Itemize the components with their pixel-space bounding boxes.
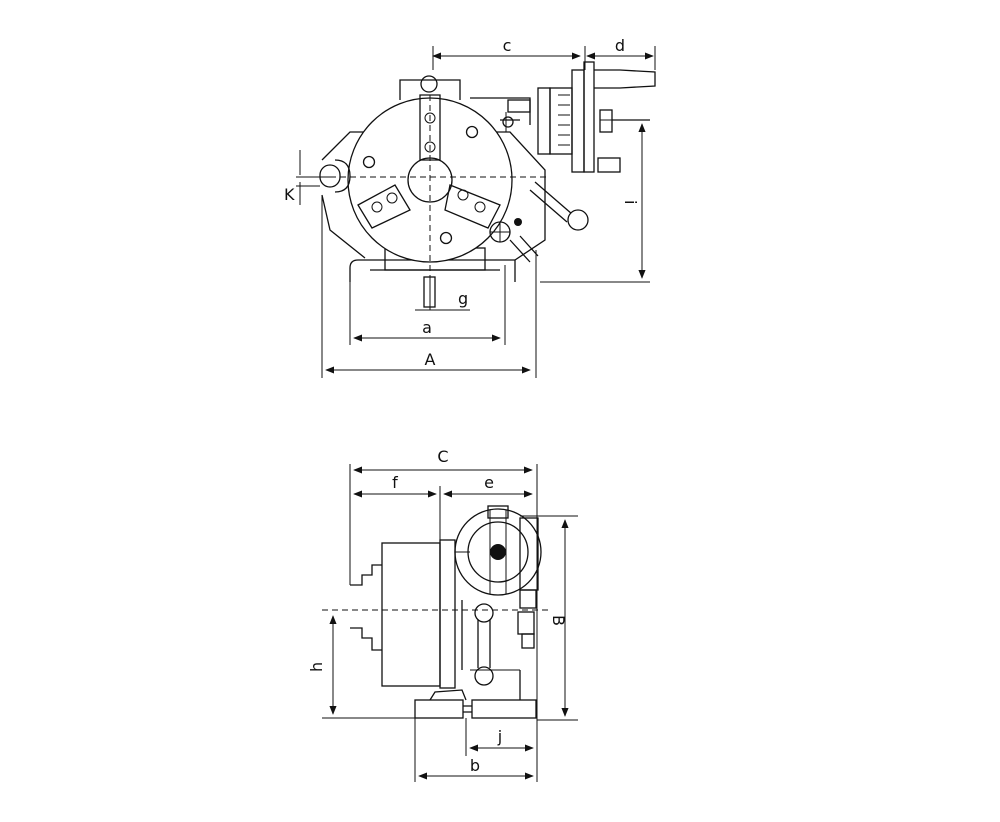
jaw-step-upper [350,564,382,586]
top-pin [420,75,438,93]
label-B: B [549,615,568,626]
body-housing [321,131,546,261]
label-C: C [437,447,448,466]
front-view-dimensions: c d K i g a A [284,36,656,378]
jaw-left [357,184,411,229]
label-d: d [615,36,625,55]
label-a: a [422,318,432,337]
crank-handle [594,69,656,89]
lever-handle [529,181,573,223]
label-h: h [307,662,326,672]
jaw-right [444,184,501,229]
jaw-step-lower [350,627,382,651]
label-c: c [503,36,512,55]
index-plate-hatched [537,87,551,155]
label-e: e [484,473,494,492]
label-b: b [470,756,480,775]
chuck-body [381,542,441,687]
label-K: K [284,185,295,204]
spindle-bore [490,544,506,560]
side-view [322,505,548,719]
side-base-right [471,699,537,719]
base-plate [349,259,516,282]
label-f: f [392,473,398,492]
front-view [319,61,656,310]
label-g: g [458,289,468,308]
label-j: j [497,727,502,746]
label-A: A [425,350,436,369]
side-view-dimensions: C f e B h j b [307,447,578,782]
side-base-left [414,699,464,719]
label-i: i [621,200,640,204]
